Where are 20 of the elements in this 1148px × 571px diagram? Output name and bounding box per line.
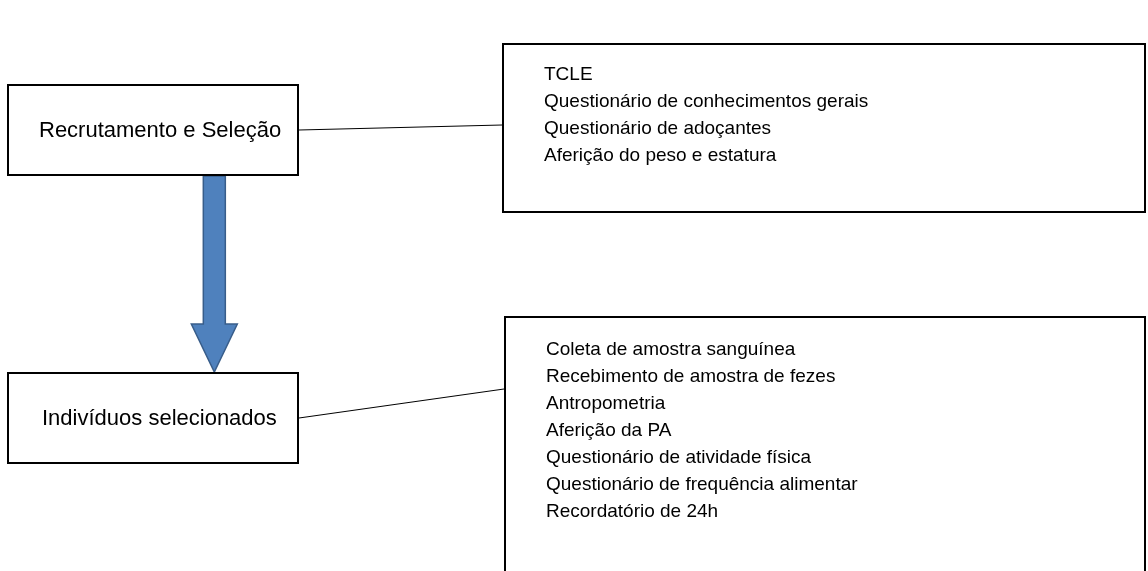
block-arrow [190, 175, 239, 374]
list-item: Recordatório de 24h [546, 500, 719, 522]
list-item: Questionário de adoçantes [544, 117, 772, 139]
box-label: Recrutamento e Seleção [39, 117, 282, 143]
process-box [7, 372, 299, 464]
list-item: Antropometria [546, 392, 666, 414]
list-item: Questionário de atividade física [546, 446, 812, 468]
list-item: Recebimento de amostra de fezes [546, 365, 836, 387]
process-box [7, 84, 299, 176]
box-label: Indivíduos selecionados [42, 405, 277, 431]
list-item: Questionário de conhecimentos gerais [544, 90, 869, 112]
list-item: Coleta de amostra sanguínea [546, 338, 796, 360]
list-box [504, 316, 1146, 571]
list-item: Questionário de frequência alimentar [546, 473, 858, 495]
list-item: TCLE [544, 63, 593, 85]
list-item: Aferição da PA [546, 419, 672, 441]
list-box [502, 43, 1146, 213]
list-item: Aferição do peso e estatura [544, 144, 777, 166]
connector-line [298, 388, 505, 419]
connector-line [298, 124, 503, 131]
